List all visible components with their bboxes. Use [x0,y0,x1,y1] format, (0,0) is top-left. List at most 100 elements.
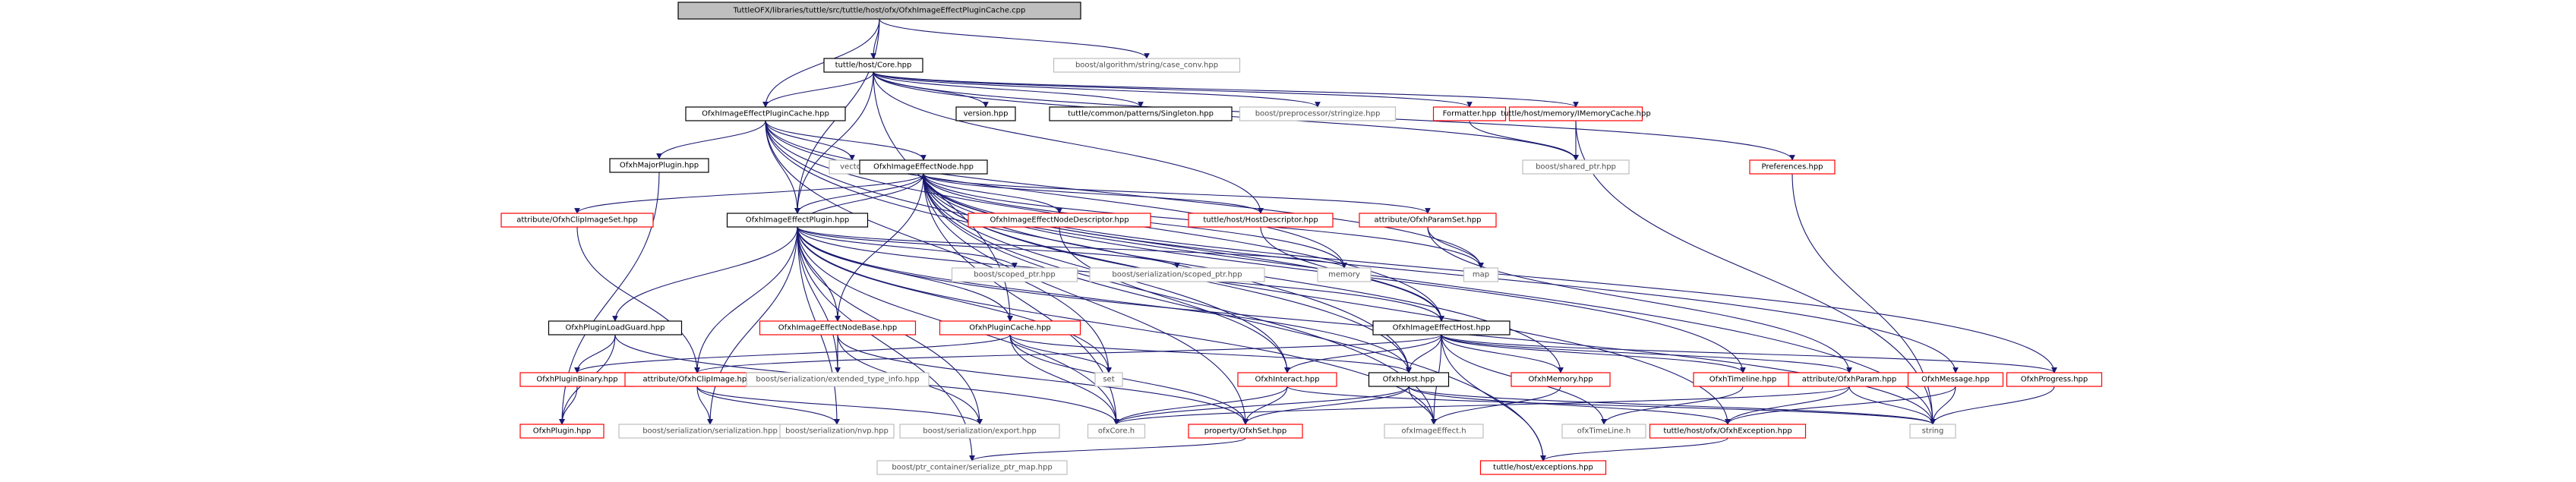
edge-ienode-to-exceptions [923,173,1546,462]
node-box [1188,424,1303,439]
edge-param-to-ofxcore [1113,386,1850,425]
node-ofxtimeline[interactable]: ofxTimeLine.h [1561,424,1646,439]
node-loadguard[interactable]: OfxhPluginLoadGuard.hpp [548,320,683,336]
node-ienodedesc[interactable]: OfxhImageEffectNodeDescriptor.hpp [968,213,1151,228]
edge-host-to-ofxset [1242,386,1410,425]
node-imemcache[interactable]: tuttle/host/memory/IMemoryCache.hpp [1501,106,1651,121]
node-box [677,2,1081,20]
node-timeline[interactable]: OfxhTimeline.hpp [1693,372,1793,387]
node-memory[interactable]: memory [1317,267,1372,282]
edge-iepc-to-map [765,120,1484,269]
node-box [1359,213,1497,228]
node-box [548,320,683,336]
node-label: OfxhImageEffectNodeBase.hpp [778,324,897,332]
node-scopedptr[interactable]: boost/scoped_ptr.hpp [951,267,1078,282]
node-nvp[interactable]: boost/serialization/nvp.hpp [779,424,895,439]
node-label: boost/algorithm/string/case_conv.hpp [1075,61,1218,70]
edge-core-to-hostdesc [873,71,1264,214]
node-box [951,267,1078,282]
node-layer: TuttleOFX/libraries/tuttle/src/tuttle/ho… [500,2,2103,475]
node-label: ofxImageEffect.h [1401,427,1466,436]
node-hostdesc[interactable]: tuttle/host/HostDescriptor.hpp [1188,213,1334,228]
node-box [1907,372,2004,387]
node-map[interactable]: map [1463,267,1499,282]
node-core[interactable]: tuttle/host/Core.hpp [823,58,923,73]
node-iehost[interactable]: OfxhImageEffectHost.hpp [1372,320,1511,336]
node-label: attribute/OfxhParamSet.hpp [1375,216,1482,225]
node-serptrmap[interactable]: boost/ptr_container/serialize_ptr_map.hp… [876,460,1068,475]
node-majorplugin[interactable]: OfxhMajorPlugin.hpp [609,158,709,173]
edge-iehost-to-clipimage [694,334,1442,373]
edge-iepc-to-set [765,120,1112,373]
node-message[interactable]: OfxhMessage.hpp [1907,372,2004,387]
node-ieplugin[interactable]: OfxhImageEffectPlugin.hpp [726,213,869,228]
node-ofxset[interactable]: property/OfxhSet.hpp [1188,424,1303,439]
node-paramset[interactable]: attribute/OfxhParamSet.hpp [1359,213,1497,228]
node-prefs[interactable]: Preferences.hpp [1749,159,1836,175]
node-version[interactable]: version.hpp [955,106,1016,121]
node-stringize[interactable]: boost/preprocessor/stringize.hpp [1239,106,1397,121]
node-plugin[interactable]: OfxhPlugin.hpp [519,424,605,439]
edge-core-to-singleton [873,71,1144,108]
node-iepc[interactable]: OfxhImageEffectPluginCache.hpp [685,106,846,121]
node-box [955,106,1016,121]
node-param[interactable]: attribute/OfxhParam.hpp [1788,372,1911,387]
edge-ieplugin-to-ienodebase [797,226,841,322]
node-pluginbinary[interactable]: OfxhPluginBinary.hpp [519,372,635,387]
edge-iepc-to-host [765,120,1412,373]
edge-iehost-to-host [1406,334,1442,373]
edge-clipimage-to-serialization [696,386,713,425]
node-set[interactable]: set [1094,372,1123,387]
node-formatter[interactable]: Formatter.hpp [1432,106,1507,121]
node-sharedptr[interactable]: boost/shared_ptr.hpp [1522,159,1630,175]
node-caseconv[interactable]: boost/algorithm/string/case_conv.hpp [1053,58,1241,73]
node-ofxcore[interactable]: ofxCore.h [1087,424,1146,439]
edge-iepc-to-majorplugin [656,120,766,159]
node-box [899,424,1060,439]
node-serialization[interactable]: boost/serialization/serialization.hpp [618,424,802,439]
node-label: string [1922,427,1944,436]
edge-ieplugin-to-serptrmap [797,226,975,462]
node-box [1053,58,1241,73]
node-box [1909,424,1956,439]
node-ofxmemory[interactable]: OfxhMemory.hpp [1511,372,1611,387]
node-ofxhexception[interactable]: tuttle/host/ofx/OfxhException.hpp [1649,424,1807,439]
node-label: boost/serialization/serialization.hpp [642,427,778,436]
edge-host-to-ofxcore [1113,386,1410,425]
node-serscopedptr[interactable]: boost/serialization/scoped_ptr.hpp [1089,267,1265,282]
edge-ienode-to-ienodebase [835,173,924,322]
edge-ofxset-to-serptrmap [969,437,1246,462]
edge-layer [559,18,2057,462]
node-label: boost/shared_ptr.hpp [1536,163,1616,172]
node-plugincache[interactable]: OfxhPluginCache.hpp [939,320,1081,336]
edge-iepc-to-vector [765,120,855,161]
edge-core-to-ieplugin [794,71,874,214]
node-progress[interactable]: OfxhProgress.hpp [2006,372,2103,387]
node-host[interactable]: OfxhHost.hpp [1368,372,1450,387]
node-label: boost/serialization/extended_type_info.h… [756,376,919,384]
edge-pluginbinary-to-plugin [559,386,578,425]
node-clipimgset[interactable]: attribute/OfxhClipImageSet.hpp [500,213,654,228]
edge-ienode-to-paramset [923,173,1431,214]
edge-ienode-to-clipimgset [574,173,924,214]
node-label: boost/ptr_container/serialize_ptr_map.hp… [892,464,1052,472]
node-label: vector [840,163,865,172]
node-string[interactable]: string [1909,424,1956,439]
node-export[interactable]: boost/serialization/export.hpp [899,424,1060,439]
node-singleton[interactable]: tuttle/common/patterns/Singleton.hpp [1049,106,1233,121]
node-ofximageeffect[interactable]: ofxImageEffect.h [1384,424,1484,439]
edge-progress-to-string [1930,386,2055,425]
node-exttypeinfo[interactable]: boost/serialization/extended_type_info.h… [746,372,930,387]
node-ienode[interactable]: OfxhImageEffectNode.hpp [859,159,988,175]
node-interact[interactable]: OfxhInteract.hpp [1237,372,1337,387]
node-box [609,158,709,173]
edge-message-to-string [1930,386,1956,425]
edge-core-to-formatter [873,71,1473,108]
node-label: boost/scoped_ptr.hpp [974,271,1055,279]
node-label: attribute/OfxhParam.hpp [1802,376,1897,384]
node-label: set [1103,376,1114,384]
node-ienodebase[interactable]: OfxhImageEffectNodeBase.hpp [759,320,917,336]
node-label: OfxhImageEffectHost.hpp [1393,324,1491,332]
edge-ofxhexception-to-exceptions [1540,437,1728,462]
node-exceptions[interactable]: tuttle/host/exceptions.hpp [1479,460,1607,475]
